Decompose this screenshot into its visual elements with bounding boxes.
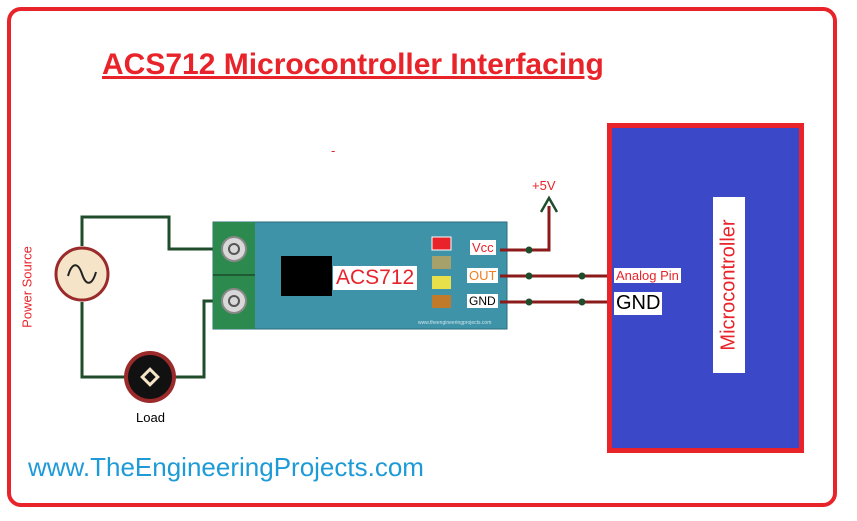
- signal-wires: [500, 206, 612, 304]
- ac-source-icon: [54, 246, 110, 302]
- arrow-up-icon: [539, 195, 559, 213]
- footer-url: www.TheEngineeringProjects.com: [28, 452, 424, 482]
- pin-vcc-label: Vcc: [470, 240, 496, 255]
- load-label: Load: [136, 410, 165, 425]
- pin-pad-3: [432, 295, 451, 308]
- pin-pad-2: [432, 276, 451, 289]
- terminal-screw-icon: [221, 288, 247, 314]
- page-title: ACS712 Microcontroller Interfacing: [102, 48, 604, 81]
- pin-out-label: OUT: [467, 268, 499, 283]
- mcu-gnd-label: GND: [614, 292, 663, 315]
- microcontroller-block: [607, 123, 804, 453]
- diagram-frame: [7, 7, 837, 507]
- led-red: [431, 236, 452, 251]
- power-source-label: Power Source: [19, 246, 35, 328]
- pin-gnd-label: GND: [467, 294, 498, 308]
- microcontroller-label: Microcontroller: [717, 219, 740, 351]
- lamp-icon: [124, 351, 176, 403]
- analog-pin-label: Analog Pin: [614, 268, 681, 283]
- sensor-label: ACS712: [333, 266, 418, 290]
- supply-voltage-label: +5V: [532, 178, 556, 193]
- pcb-silkscreen-text: www.theengineeringprojects.com: [418, 320, 492, 326]
- pin-pad-1: [432, 256, 451, 269]
- sensor-chip: [281, 256, 332, 296]
- stray-mark: -: [331, 143, 336, 158]
- microcontroller-label-box: Microcontroller: [713, 197, 745, 373]
- terminal-screw-icon: [221, 236, 247, 262]
- wire-junctions: [525, 246, 586, 306]
